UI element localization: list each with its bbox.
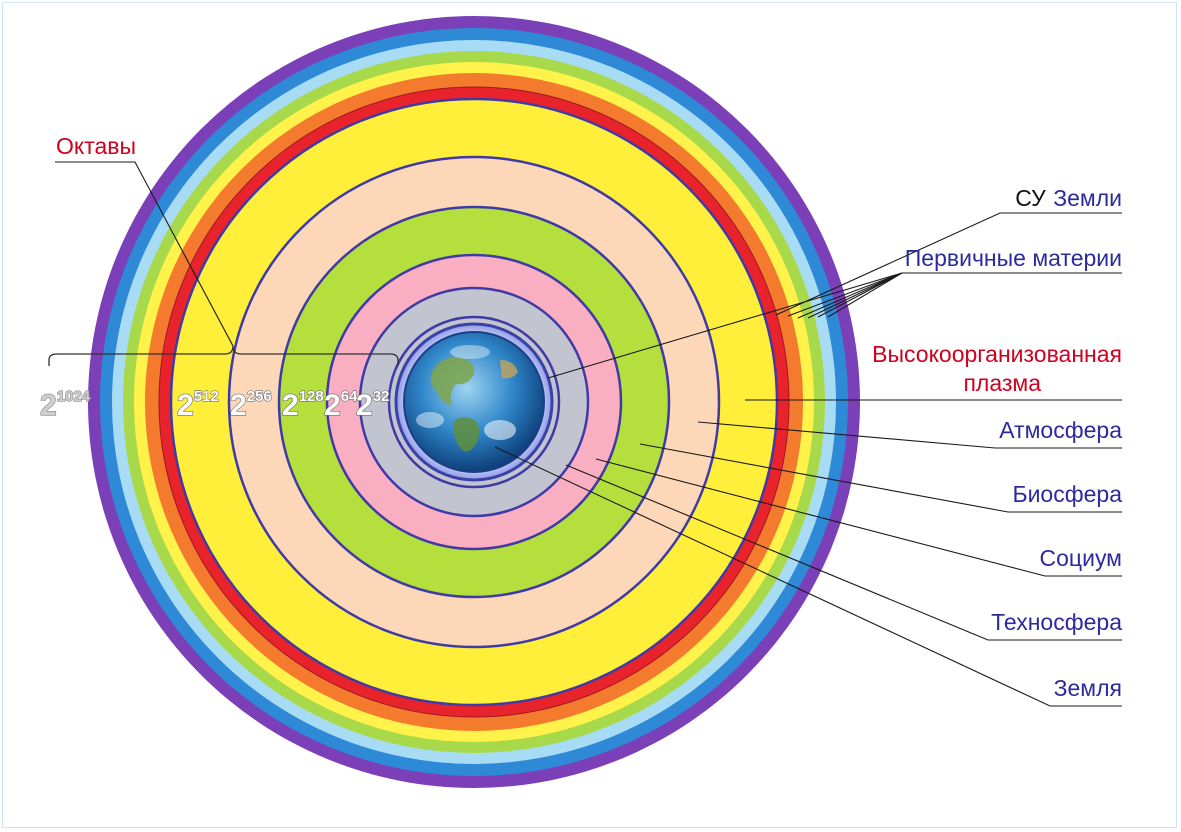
label-technosphere: Техносфера xyxy=(991,609,1122,635)
label-primary-matter: Первичные материи xyxy=(905,245,1122,271)
leader-octaves xyxy=(55,161,234,347)
label-society: Социум xyxy=(1040,545,1122,571)
label-biosphere: Биосфера xyxy=(1012,481,1122,507)
leader-society xyxy=(595,458,1122,577)
leader-atmosphere xyxy=(697,421,1122,449)
leader-technosphere xyxy=(565,464,1122,641)
label-earth: Земля xyxy=(1054,675,1122,701)
octave-2-32: 232 xyxy=(356,388,389,422)
leader-su-earth xyxy=(775,212,1122,316)
octave-exponents: 21024 2512 2256 2128 264 232 xyxy=(39,387,390,422)
leader-biosphere xyxy=(639,443,1122,513)
octave-2-256: 2256 xyxy=(230,388,272,422)
octave-2-64: 264 xyxy=(324,388,358,422)
label-plasma-line2: плазма xyxy=(963,370,1041,396)
label-atmosphere: Атмосфера xyxy=(999,417,1122,443)
octave-2-1024: 21024 xyxy=(40,388,91,422)
octave-2-512: 2512 xyxy=(177,388,219,422)
label-plasma-line1: Высокоорганизованная xyxy=(872,341,1122,367)
leader-earth xyxy=(494,446,1122,707)
label-octaves: Октавы xyxy=(56,133,136,159)
octave-2-128: 2128 xyxy=(282,388,324,422)
earth-globe-icon xyxy=(403,331,545,473)
leader-lines xyxy=(55,161,1122,707)
